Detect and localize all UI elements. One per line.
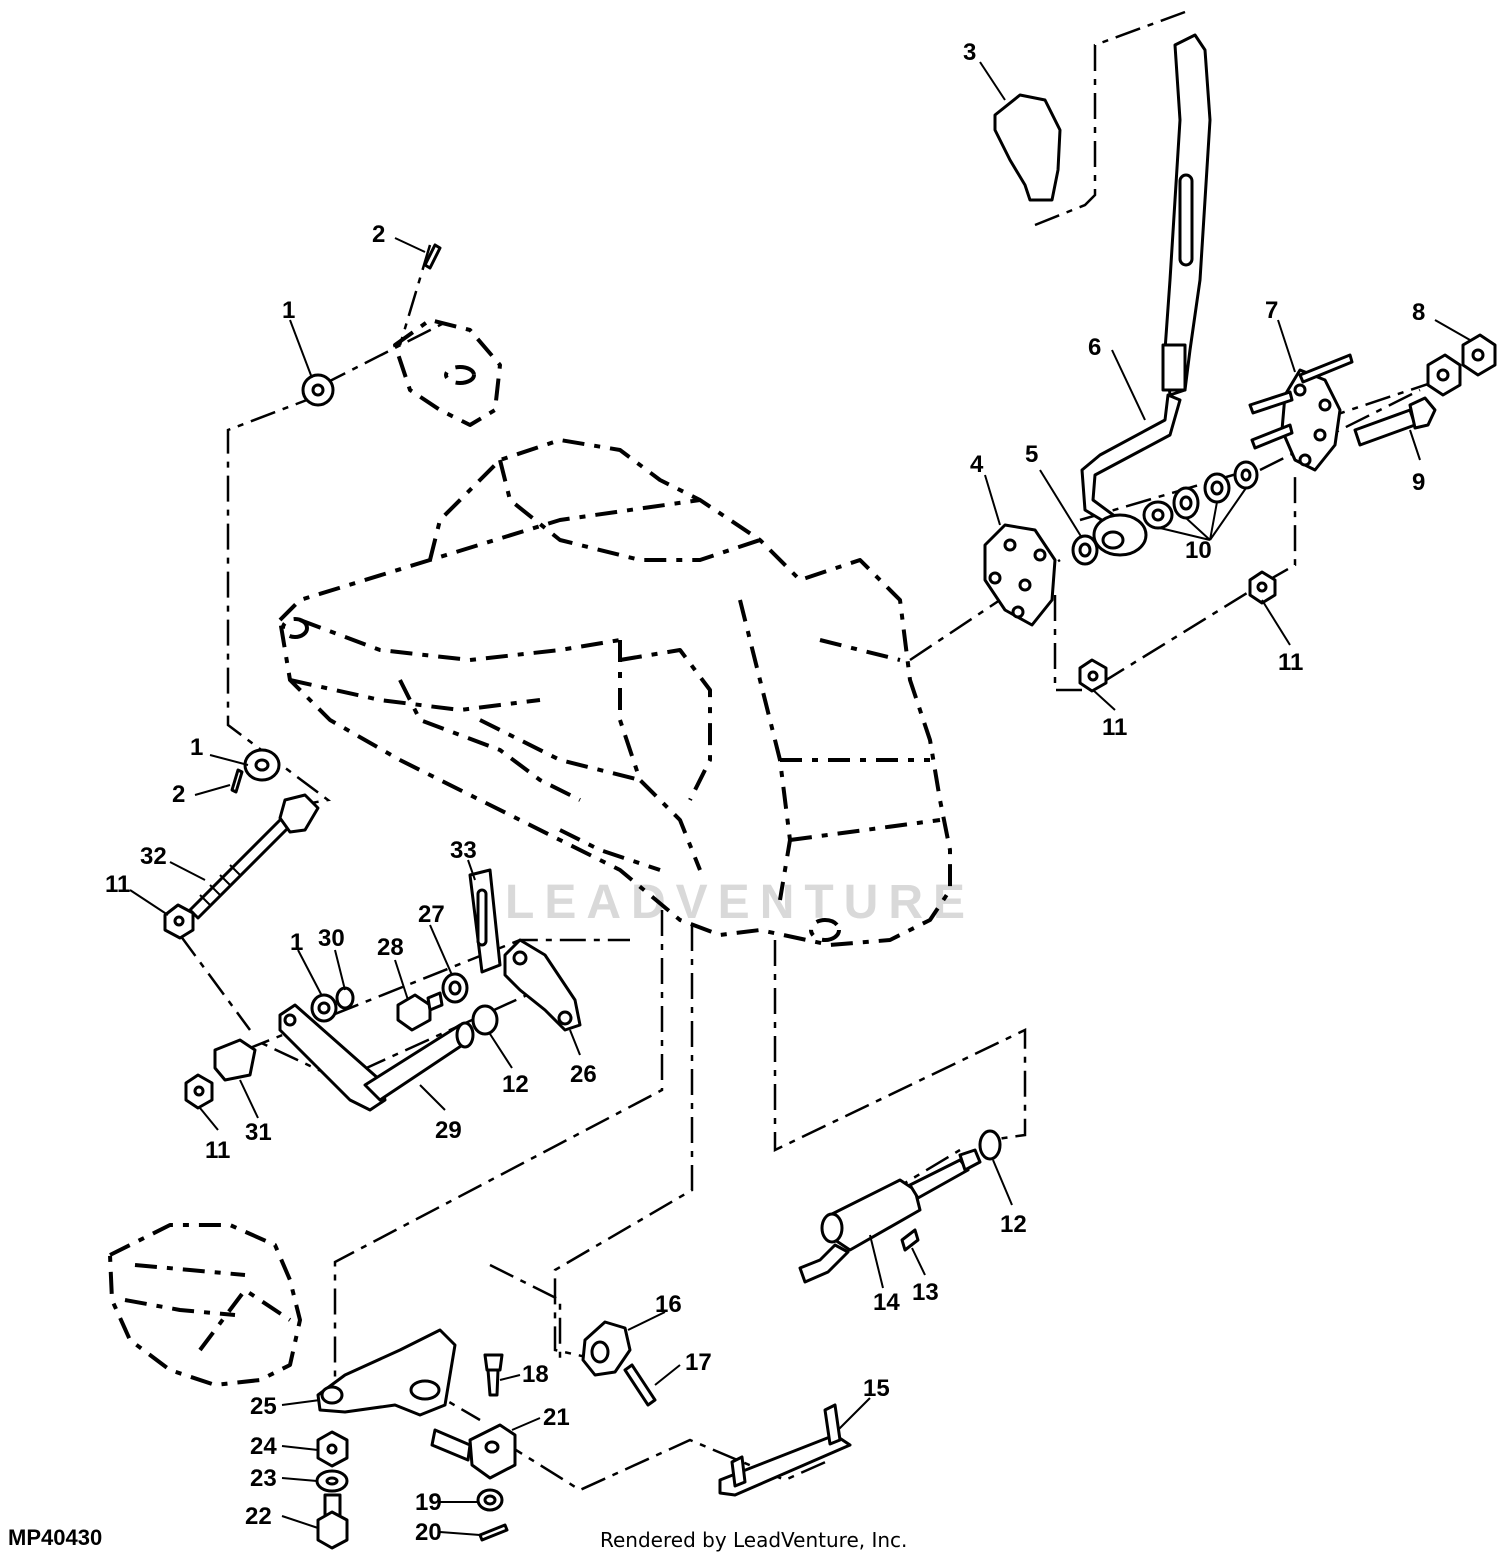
callout-27: 27 [418, 901, 445, 928]
part-11-nut-left-lower[interactable] [184, 1073, 214, 1110]
callout-9: 9 [1412, 469, 1425, 496]
part-22-bolt[interactable] [316, 1493, 349, 1550]
callout-2-upper: 2 [372, 221, 385, 248]
callout-11-mid: 11 [1102, 714, 1127, 741]
part-30-ring[interactable] [335, 986, 355, 1010]
connection-lines [178, 10, 1441, 1492]
footer-credit: Rendered by LeadVenture, Inc. [600, 1528, 907, 1552]
callout-33: 33 [450, 837, 477, 864]
part-23-washer[interactable] [315, 1469, 349, 1493]
callout-23: 23 [250, 1465, 277, 1492]
part-21-block[interactable] [430, 1423, 517, 1480]
callout-leaders [129, 61, 1471, 1536]
part-14-cylinder[interactable] [798, 1148, 982, 1284]
callout-21: 21 [543, 1404, 570, 1431]
callout-25: 25 [250, 1393, 277, 1420]
part-8-nuts[interactable] [1426, 333, 1497, 397]
callout-11-right: 11 [1278, 649, 1303, 676]
part-18-bolt[interactable] [483, 1353, 504, 1397]
callout-1-upper: 1 [282, 297, 295, 324]
callout-2-left: 2 [172, 781, 185, 808]
part-16-clamp[interactable] [581, 1320, 632, 1377]
transmission-housing-phantom [278, 438, 952, 947]
callout-11-left-upper: 11 [105, 871, 130, 898]
lower-housing-phantom [108, 1223, 302, 1387]
callout-10: 10 [1185, 537, 1212, 564]
callout-22: 22 [245, 1503, 272, 1530]
part-24-nut[interactable] [316, 1430, 349, 1468]
part-5-washer[interactable] [1071, 534, 1099, 566]
part-31-clevis[interactable] [213, 1038, 257, 1082]
callout-17: 17 [685, 1349, 712, 1376]
callout-15: 15 [863, 1375, 890, 1402]
part-2-pin-upper[interactable] [423, 243, 442, 270]
upper-cover-phantom [393, 318, 502, 427]
callout-14: 14 [873, 1289, 900, 1316]
callout-6: 6 [1088, 334, 1101, 361]
callout-31: 31 [245, 1119, 272, 1146]
part-33-strap[interactable] [468, 868, 502, 974]
callout-11-left-lower: 11 [205, 1137, 230, 1164]
figure-code: MP40430 [8, 1525, 102, 1550]
callout-7: 7 [1265, 297, 1278, 324]
part-1-washer-center[interactable] [310, 993, 338, 1023]
callout-5: 5 [1025, 441, 1038, 468]
part-1-washer-left[interactable] [243, 748, 281, 782]
part-19-nut[interactable] [476, 1488, 504, 1512]
callout-20: 20 [415, 1519, 442, 1546]
callout-18: 18 [522, 1361, 549, 1388]
part-26-plate[interactable] [503, 938, 582, 1032]
part-6-lever[interactable] [1080, 33, 1212, 557]
part-9-bolt[interactable] [1353, 396, 1437, 447]
part-11-nut-b[interactable] [1078, 658, 1108, 693]
callout-1-left: 1 [190, 734, 203, 761]
part-7-bracket[interactable] [1248, 353, 1354, 472]
part-20-pin[interactable] [478, 1523, 509, 1542]
callout-12-center: 12 [502, 1071, 529, 1098]
callout-19: 19 [415, 1489, 442, 1516]
part-4-plate[interactable] [983, 523, 1057, 627]
callout-16: 16 [655, 1291, 682, 1318]
callout-3: 3 [963, 39, 976, 66]
callout-8: 8 [1412, 299, 1425, 326]
part-17-pin[interactable] [623, 1363, 657, 1407]
callout-26: 26 [570, 1061, 597, 1088]
part-3-knob[interactable] [993, 93, 1062, 202]
part-32-rod[interactable] [188, 793, 320, 920]
part-11-nut-left-upper[interactable] [163, 903, 195, 940]
callout-1-center: 1 [290, 929, 303, 956]
callout-labels: 1 2 3 4 5 6 7 8 9 10 11 11 11 1 2 32 33 … [105, 39, 1425, 1546]
watermark-text: LEADVENTURE [505, 876, 975, 929]
part-10-washers[interactable] [1142, 460, 1259, 530]
callout-12-right: 12 [1000, 1211, 1027, 1238]
callout-4: 4 [970, 451, 984, 478]
callout-24: 24 [250, 1433, 277, 1460]
part-12-oring-center[interactable] [471, 1004, 499, 1036]
part-27-washer[interactable] [441, 972, 469, 1004]
callout-30: 30 [318, 925, 345, 952]
part-11-nut-a[interactable] [1248, 570, 1277, 605]
callout-29: 29 [435, 1117, 462, 1144]
part-2-pin-left[interactable] [230, 768, 244, 794]
callout-13: 13 [912, 1279, 939, 1306]
part-15-bar[interactable] [718, 1403, 852, 1497]
callout-32: 32 [140, 843, 167, 870]
part-13-key[interactable] [900, 1228, 920, 1252]
part-12-oring-right[interactable] [978, 1129, 1002, 1161]
callout-28: 28 [377, 934, 404, 961]
part-29-shaft-arm[interactable] [278, 1003, 475, 1112]
part-28-bolt[interactable] [396, 991, 444, 1032]
part-1-washer-upper[interactable] [301, 373, 335, 407]
part-25-arm[interactable] [316, 1328, 457, 1417]
